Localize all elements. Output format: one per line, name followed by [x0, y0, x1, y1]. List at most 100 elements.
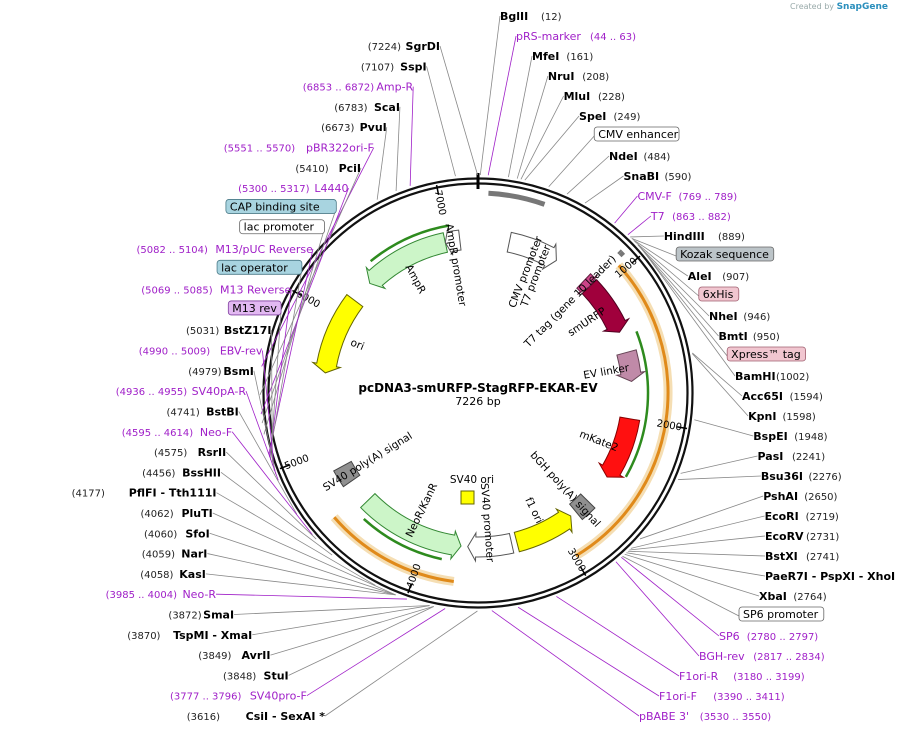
label-position: (228) [598, 92, 625, 103]
leader-bglii [479, 15, 501, 176]
snapgene-branding: Created by SnapGene [790, 2, 888, 12]
site-label-f1ori-f: F1ori-F(3390 .. 3411) [659, 690, 785, 703]
feature-label-smurfp: smURFP [566, 305, 609, 339]
orange-arc-left [333, 516, 454, 583]
label-position: (1598) [783, 412, 816, 423]
tick-5000 [279, 464, 290, 470]
leader-pshai [639, 495, 764, 540]
green-arc-right [624, 330, 650, 478]
site-label-f1ori-r: F1ori-R(3180 .. 3199) [679, 670, 805, 683]
label-box [239, 219, 325, 235]
label-text: MluI [564, 90, 591, 103]
site-label-ebv-rev: EBV-rev(4990 .. 5009) [139, 345, 263, 358]
label-box [216, 259, 303, 275]
label-position: (2764) [793, 592, 826, 603]
site-label-sgrdi: SgrDI(7224) [368, 40, 440, 53]
site-label-acc65i: Acc65I(1594) [742, 390, 823, 403]
site-label-smai: SmaI(3872) [168, 608, 234, 621]
label-position: (863 .. 882) [672, 212, 731, 223]
label-text: Kozak sequence [680, 248, 769, 261]
label-position: (2650) [804, 492, 837, 503]
site-label-l4440: L4440(5300 .. 5317) [238, 182, 348, 195]
label-position: (12) [541, 12, 562, 23]
site-label-kozak-sequence: Kozak sequence [675, 246, 775, 262]
label-text: SgrDI [406, 40, 440, 53]
label-text: BstXI [765, 550, 798, 563]
label-position: (4990 .. 5009) [139, 347, 211, 358]
label-position: (4936 .. 4955) [116, 387, 188, 398]
site-label-nhei: NheI(946) [709, 310, 770, 323]
site-label-tspmi: TspMI - XmaI(3870) [127, 629, 252, 642]
tick-1000 [631, 255, 641, 264]
label-text: pBR322ori-F [306, 142, 374, 155]
label-text: M13 Reverse [220, 284, 291, 297]
site-label-amp-r: Amp-R(6853 .. 6872) [303, 81, 414, 94]
label-text: BglII [500, 10, 528, 23]
label-position: (3390 .. 3411) [713, 692, 785, 703]
label-position: (4058) [140, 570, 173, 581]
orange-arcs-layer [330, 224, 673, 586]
label-position: (6853 .. 6872) [303, 83, 375, 94]
leader-m13-reverse [269, 289, 292, 458]
sv40-ori-box [460, 490, 475, 505]
site-label-scai: ScaI(6783) [334, 101, 400, 114]
label-box [698, 286, 740, 302]
label-text: KasI [179, 568, 206, 581]
label-text: TspMI - XmaI [173, 629, 252, 642]
leader-bsmi [253, 370, 277, 475]
label-position: (4177) [72, 489, 105, 500]
leader-bgh-rev [615, 561, 700, 657]
label-text: NruI [548, 70, 575, 83]
leader-l4440 [260, 187, 349, 415]
leader-paer7i [626, 552, 766, 577]
label-position: (3872) [168, 610, 201, 621]
leader-cmv-enhancer [548, 135, 595, 188]
label-text: AvrII [242, 649, 271, 662]
green-arc-left [362, 518, 443, 561]
label-position: (1002) [776, 372, 809, 383]
label-position: (3848) [223, 671, 256, 682]
leader-neo-r [215, 593, 407, 600]
label-text: PciI [339, 162, 361, 175]
label-position: (4062) [140, 509, 173, 520]
tick-4000 [407, 583, 413, 594]
leader-pcii [259, 167, 362, 395]
label-position: (2276) [808, 472, 841, 483]
site-label-nrui: NruI(208) [548, 70, 609, 83]
site-label-pvui: PvuI(6673) [321, 121, 387, 134]
leader-tspmi [252, 605, 430, 636]
label-position: (484) [643, 152, 670, 163]
site-label-pasi: PasI(2241) [758, 450, 826, 463]
site-label-pluti: PluTI(4062) [140, 507, 212, 520]
label-text: SP6 promoter [743, 608, 819, 621]
site-label-pcii: PciI(5410) [295, 162, 361, 175]
site-label-pbr322ori-f: pBR322ori-F(5551 .. 5570) [224, 142, 374, 155]
label-text: Neo-F [200, 426, 232, 439]
feature-ori [311, 293, 364, 374]
feature-label-mkate2: mKate2 [578, 428, 620, 454]
label-text: SmaI [203, 608, 234, 621]
site-label-bglii: BglII (12) [500, 10, 562, 23]
leader-bstz17i [271, 330, 273, 466]
label-text: CAP binding site [230, 200, 320, 213]
feature-label-ampr-promoter: AmpR promoter [443, 223, 469, 308]
label-text: SV40pro-F [250, 690, 307, 703]
site-label-sp6-promoter: SP6 promoter [738, 606, 825, 622]
leader-xpress-tag [640, 247, 728, 357]
leader-amp-r [409, 86, 414, 186]
label-position: (44 .. 63) [590, 32, 636, 43]
leader-f1ori-f [517, 606, 660, 697]
tick-2000 [677, 426, 688, 430]
plasmid-size: 7226 bp [455, 395, 500, 408]
site-label-csii: CsiI - SexAI *(3616) [187, 710, 326, 723]
site-label-prs-marker: pRS-marker (44 .. 63) [516, 30, 636, 43]
site-label-lac-operator: lac operator [216, 259, 303, 275]
site-label-sp6: SP6(2780 .. 2797) [719, 630, 818, 643]
label-position: (4456) [142, 468, 175, 479]
tick-label-7000: 7000 [432, 189, 448, 216]
inner-features [488, 190, 626, 258]
label-position: (7107) [361, 62, 394, 73]
label-text: CMV-F [637, 190, 671, 203]
label-text: pRS-marker [516, 30, 581, 43]
label-text: XbaI [759, 590, 787, 603]
